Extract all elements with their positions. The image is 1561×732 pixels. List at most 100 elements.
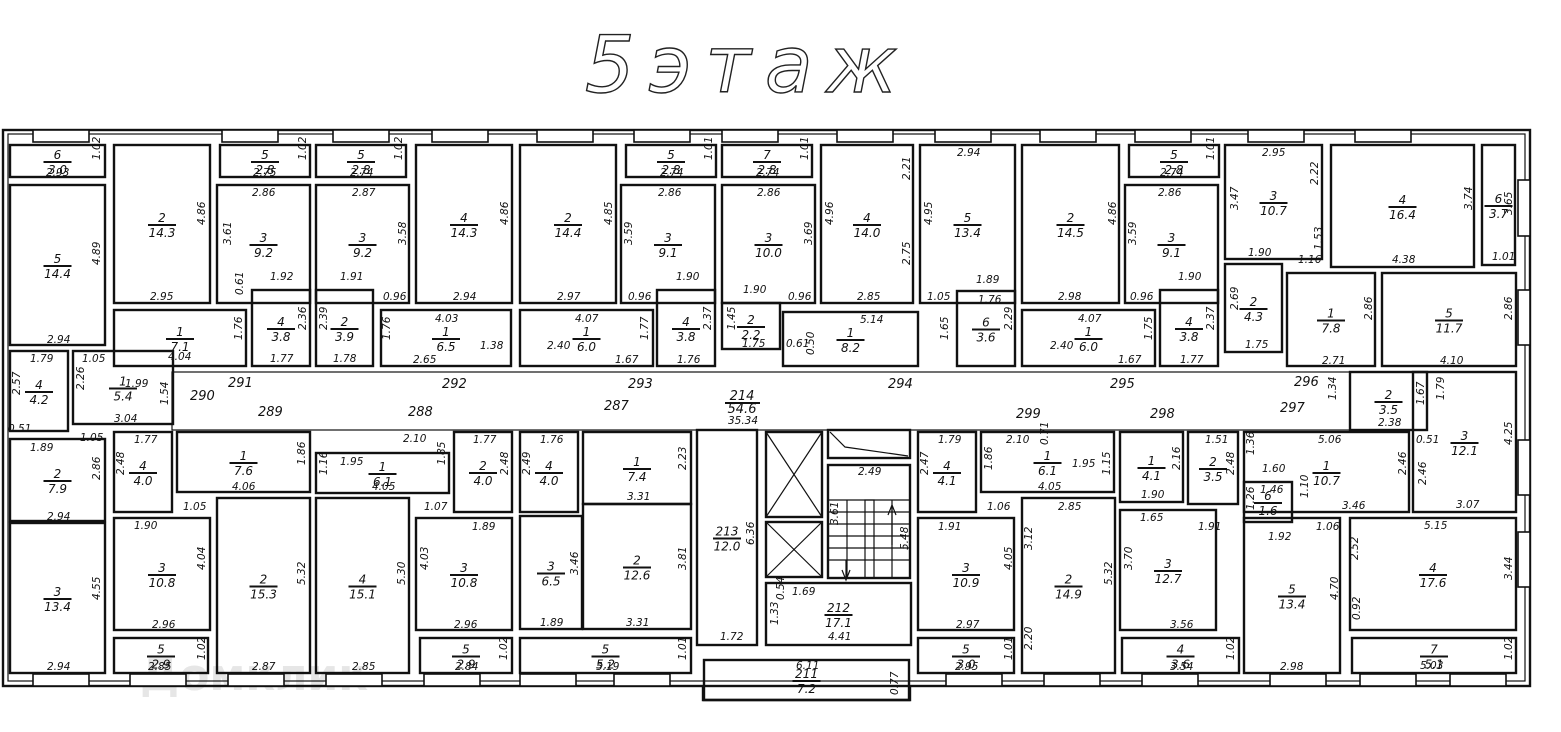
dimension-label: 2.37 <box>1205 306 1217 330</box>
room-area: 2.8 <box>661 163 680 177</box>
dimension-label: 1.90 <box>1141 489 1165 501</box>
dimension-label: 0.51 <box>1416 434 1439 446</box>
room-outline <box>1411 370 1518 514</box>
stair-hall-number: 214 <box>730 389 755 404</box>
room-outline <box>112 636 210 675</box>
dimension-label: 2.86 <box>658 187 682 199</box>
room: 52.8 <box>314 143 408 179</box>
room-area: 14.0 <box>854 226 881 240</box>
room: 416.4 <box>1329 143 1476 269</box>
dimension-label: 1.95 <box>340 456 364 468</box>
dimension-label: 2.94 <box>47 661 70 673</box>
room-area: 12.1 <box>1451 444 1478 458</box>
dimension-label: 5.48 <box>899 526 911 550</box>
room-number: 4 <box>863 211 871 225</box>
room-area: 12.7 <box>1155 572 1182 586</box>
room-area: 6.1 <box>373 475 392 489</box>
dimension-label: 4.85 <box>603 201 615 225</box>
dimension-label: 0.50 <box>805 331 817 355</box>
room-area: 13.4 <box>44 600 71 614</box>
room-outline <box>720 143 814 179</box>
room-area: 12.6 <box>624 569 651 583</box>
dimension-label: 1.79 <box>1435 376 1447 400</box>
room-number: 2 <box>158 211 166 225</box>
room-area: 2.8 <box>351 163 370 177</box>
room-number: 3 <box>1164 557 1172 571</box>
room: 16.1 <box>314 451 451 495</box>
dimension-label: 3.59 <box>623 221 635 245</box>
room-number: 6 <box>982 316 990 330</box>
dimension-label: 1.76 <box>978 294 1002 306</box>
dimension-label: 2.36 <box>297 306 309 330</box>
dimension-label: 2.38 <box>1378 417 1402 429</box>
room-area: 3.0 <box>48 163 67 177</box>
dimension-label: 2.49 <box>521 451 533 475</box>
room-number: 211 <box>795 667 818 681</box>
dimension-label: 2.74 <box>756 167 779 179</box>
dimension-label: 2.40 <box>1050 340 1074 352</box>
room-area: 7.6 <box>234 464 253 478</box>
room-outline <box>1186 430 1240 506</box>
room-outline <box>518 143 618 305</box>
room-number: 3 <box>1270 189 1278 203</box>
dimension-label: 4.03 <box>435 313 458 325</box>
room: 16.5 <box>379 308 513 368</box>
dimension-label: 2.96 <box>152 619 176 631</box>
room: 417.6 <box>1348 516 1518 632</box>
dimension-label: 1.60 <box>1262 463 1286 475</box>
dimension-label: 2.47 <box>919 451 931 475</box>
room: 23.9 <box>314 288 375 368</box>
room-outline <box>8 437 107 523</box>
room-number: 4 <box>139 459 147 473</box>
room-outline <box>250 288 312 368</box>
room-area: 6.5 <box>436 340 455 354</box>
dimension-label: 2.46 <box>1417 461 1429 485</box>
window <box>1269 673 1327 687</box>
room-outline <box>418 636 514 675</box>
room-outline <box>764 581 913 647</box>
room: 53.0 <box>916 636 1016 675</box>
room-number: 2 <box>1209 455 1217 469</box>
room-number: 5 <box>602 643 610 657</box>
dimension-label: 1.36 <box>1245 431 1257 455</box>
window <box>1247 129 1305 143</box>
dimension-label: 6.36 <box>745 521 757 545</box>
window <box>633 129 691 143</box>
room: 513.4 <box>1242 516 1342 675</box>
room-number: 4 <box>943 459 951 473</box>
room-area: 3.8 <box>676 330 695 344</box>
window <box>332 129 390 143</box>
dimension-label: 1.01 <box>1205 137 1217 160</box>
room: 16.0 <box>518 308 655 368</box>
dimension-label: 1.05 <box>183 501 207 513</box>
room-outline <box>1242 480 1294 524</box>
room: 39.1 <box>1123 183 1220 305</box>
room-number: 2 <box>1067 211 1075 225</box>
stair-hall-label: 214 54.6 35.34 <box>725 389 760 427</box>
stairs-down-arrow <box>841 560 851 582</box>
dimension-label: 3.70 <box>1123 546 1135 570</box>
room: 17.6 <box>175 430 312 494</box>
dimension-label: 1.77 <box>270 353 294 365</box>
room-area: 15.3 <box>250 588 277 602</box>
dimension-label: 2.10 <box>1006 434 1030 446</box>
dimension-label: 3.47 <box>1229 186 1241 210</box>
room-outline <box>1480 143 1517 267</box>
room-outline <box>1380 271 1518 368</box>
room: 313.4 <box>8 521 107 675</box>
dimension-label: 1.07 <box>424 501 448 513</box>
dimension-label: 2.71 <box>1322 355 1345 367</box>
room: 511.7 <box>1380 271 1518 368</box>
room-outline <box>112 430 174 514</box>
dimension-label: 4.05 <box>372 481 396 493</box>
dimension-label: 0.61 <box>786 338 809 350</box>
dimension-label: 1.02 <box>91 136 103 160</box>
room: 16.1 <box>979 430 1116 494</box>
room-area: 3.6 <box>976 331 995 345</box>
room-number: 4 <box>1399 193 1407 207</box>
floor-title: 5этаж <box>585 21 911 111</box>
dimension-label: 3.31 <box>626 617 649 629</box>
room-outline <box>1118 508 1218 632</box>
room-number: 212 <box>827 601 850 615</box>
